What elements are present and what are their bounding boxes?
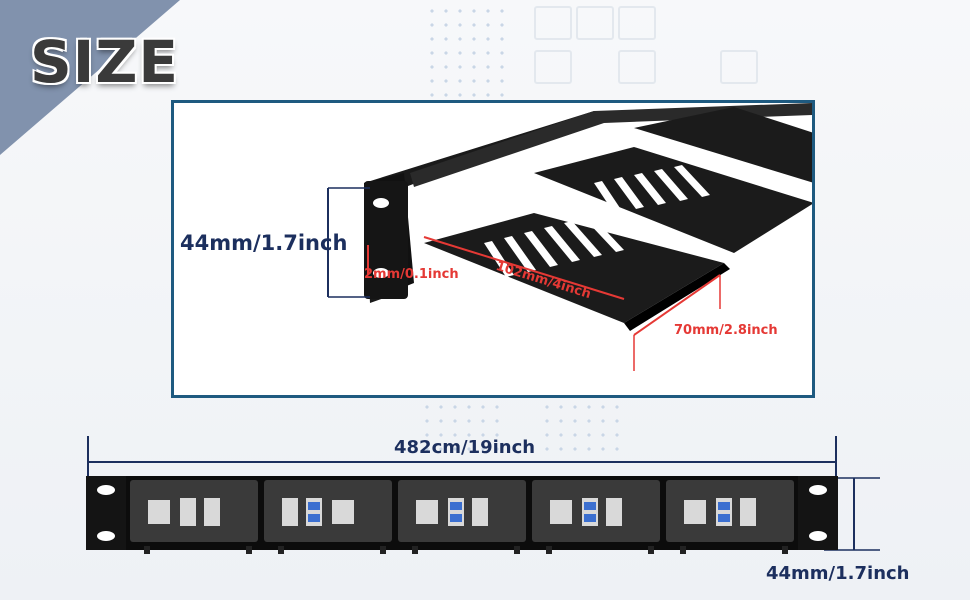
rack-ear: [364, 181, 408, 299]
bg-square: [720, 50, 758, 84]
tray-illustration: [327, 103, 814, 371]
bg-square: [576, 6, 614, 40]
lip-label: 2mm/0.1inch: [364, 267, 459, 282]
bg-square: [618, 50, 656, 84]
panel-height-label: 44mm/1.7inch: [766, 563, 910, 584]
tray-front: [424, 213, 724, 323]
page-title: SIZE: [30, 28, 180, 96]
detail-frame: 44mm/1.7inch 2mm/0.1inch 102mm/4inch 70m…: [171, 100, 815, 398]
panel-width-label: 482cm/19inch: [394, 437, 536, 458]
detail-height-label: 44mm/1.7inch: [180, 231, 348, 255]
bg-square: [534, 50, 572, 84]
rack-panel: [86, 474, 838, 554]
tray-mid: [534, 147, 814, 253]
bg-square: [618, 6, 656, 40]
bg-dots: [540, 400, 620, 460]
tray-back: [634, 107, 814, 183]
tray-width-label: 70mm/2.8inch: [674, 323, 778, 338]
bg-square: [534, 6, 572, 40]
corner-banner: [0, 0, 180, 155]
bg-dots: [420, 400, 500, 460]
